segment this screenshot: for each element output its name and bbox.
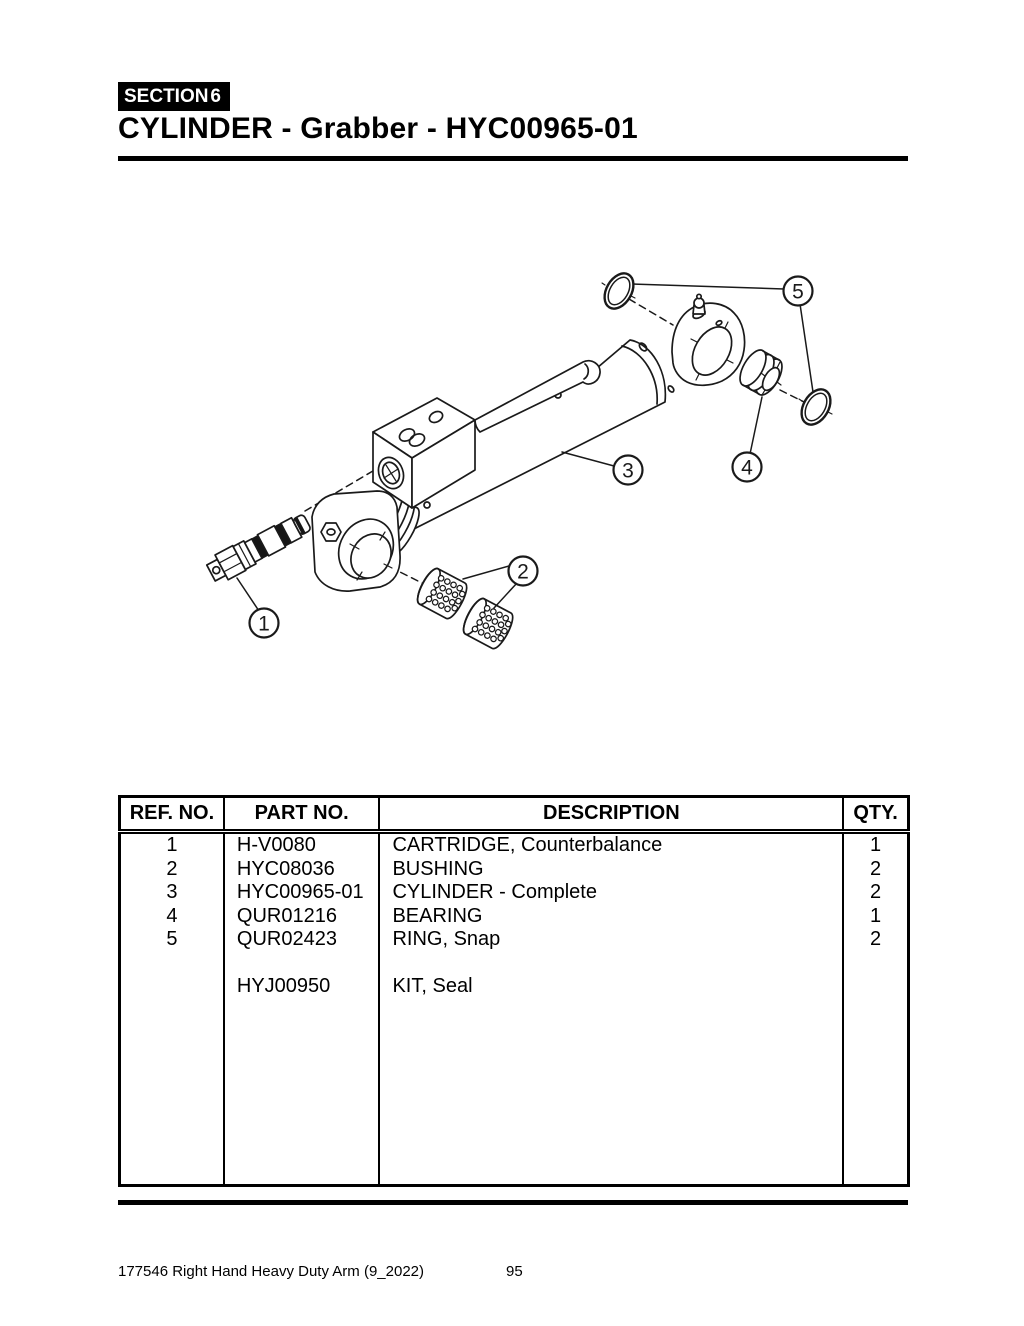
collar-center-ticks bbox=[690, 321, 734, 381]
cell-ref: 4 bbox=[118, 904, 225, 928]
cell-empty bbox=[118, 998, 225, 1186]
callout-2: 2 bbox=[507, 555, 539, 587]
cell-empty bbox=[222, 998, 381, 1186]
cell-qty: 2 bbox=[842, 928, 910, 952]
svg-text:3: 3 bbox=[622, 460, 634, 483]
cell-desc bbox=[378, 951, 845, 975]
cell-ref bbox=[118, 951, 225, 975]
svg-text:2: 2 bbox=[517, 561, 529, 584]
cartridge-valve-drawing bbox=[205, 514, 311, 582]
bushing-drawing bbox=[462, 597, 514, 650]
cell-ref: 5 bbox=[118, 928, 225, 952]
snap-ring-right-drawing bbox=[798, 388, 833, 426]
callout-4: 4 bbox=[731, 451, 763, 483]
grease-fitting-drawing bbox=[692, 293, 706, 320]
cell-qty: 1 bbox=[842, 904, 910, 928]
column-header-desc: DESCRIPTION bbox=[378, 796, 845, 834]
cell-part: HYC00965-01 bbox=[222, 881, 381, 905]
cell-desc: KIT, Seal bbox=[378, 974, 845, 998]
column-header-ref: REF. NO. bbox=[118, 796, 225, 834]
cell-qty: 2 bbox=[842, 857, 910, 881]
callout-1: 1 bbox=[248, 607, 280, 639]
cell-part: QUR02423 bbox=[222, 928, 381, 952]
cell-qty: 2 bbox=[842, 881, 910, 905]
cell-ref: 1 bbox=[118, 831, 225, 858]
cell-ref: 3 bbox=[118, 881, 225, 905]
svg-text:5: 5 bbox=[792, 281, 804, 304]
cell-desc: CYLINDER - Complete bbox=[378, 881, 845, 905]
bottom-rule bbox=[118, 1200, 908, 1205]
bearing-drawing bbox=[739, 349, 783, 396]
cell-ref bbox=[118, 974, 225, 998]
cell-qty bbox=[842, 951, 910, 975]
cell-part: H-V0080 bbox=[222, 831, 381, 858]
callout-leader-lines bbox=[236, 283, 814, 612]
cell-empty bbox=[378, 998, 845, 1186]
cell-empty bbox=[842, 998, 910, 1186]
table-row bbox=[118, 951, 910, 975]
cell-desc: RING, Snap bbox=[378, 928, 845, 952]
column-header-part: PART NO. bbox=[222, 796, 381, 834]
section-label: SECTION bbox=[124, 85, 209, 107]
callout-3: 3 bbox=[612, 454, 644, 486]
section-banner: SECTION 6 bbox=[118, 82, 230, 111]
bearing-center-ticks bbox=[760, 361, 782, 396]
cell-part: QUR01216 bbox=[222, 904, 381, 928]
cell-desc: BEARING bbox=[378, 904, 845, 928]
eye-center-ticks bbox=[349, 531, 393, 581]
exploded-view-diagram: 1 2 3 4 5 bbox=[205, 272, 833, 650]
cell-part: HYJ00950 bbox=[222, 974, 381, 998]
cell-part bbox=[222, 951, 381, 975]
parts-table-header: REF. NO. PART NO. DESCRIPTION QTY. bbox=[118, 796, 910, 834]
callout-5: 5 bbox=[782, 275, 814, 307]
callout-layer: 1 2 3 4 5 bbox=[248, 275, 814, 639]
cell-desc: BUSHING bbox=[378, 857, 845, 881]
cell-qty bbox=[842, 974, 910, 998]
cylinder-assembly-drawing bbox=[311, 339, 675, 592]
footer-page-number: 95 bbox=[506, 1263, 523, 1280]
svg-text:4: 4 bbox=[741, 457, 753, 480]
footer-document-title: 177546 Right Hand Heavy Duty Arm (9_2022… bbox=[118, 1263, 425, 1280]
page-title: CYLINDER - Grabber - HYC00965-01 bbox=[118, 112, 638, 145]
column-header-qty: QTY. bbox=[842, 796, 910, 834]
section-number: 6 bbox=[210, 85, 221, 107]
cell-desc: CARTRIDGE, Counterbalance bbox=[378, 831, 845, 858]
pivot-collar-drawing bbox=[671, 293, 746, 387]
svg-text:1: 1 bbox=[258, 613, 270, 636]
table-filler-row bbox=[118, 998, 910, 1186]
top-rule bbox=[118, 156, 908, 161]
cell-ref: 2 bbox=[118, 857, 225, 881]
cell-qty: 1 bbox=[842, 831, 910, 858]
cell-part: HYC08036 bbox=[222, 857, 381, 881]
bushing-drawing bbox=[416, 567, 468, 620]
snap-ring-top-drawing bbox=[601, 272, 636, 310]
